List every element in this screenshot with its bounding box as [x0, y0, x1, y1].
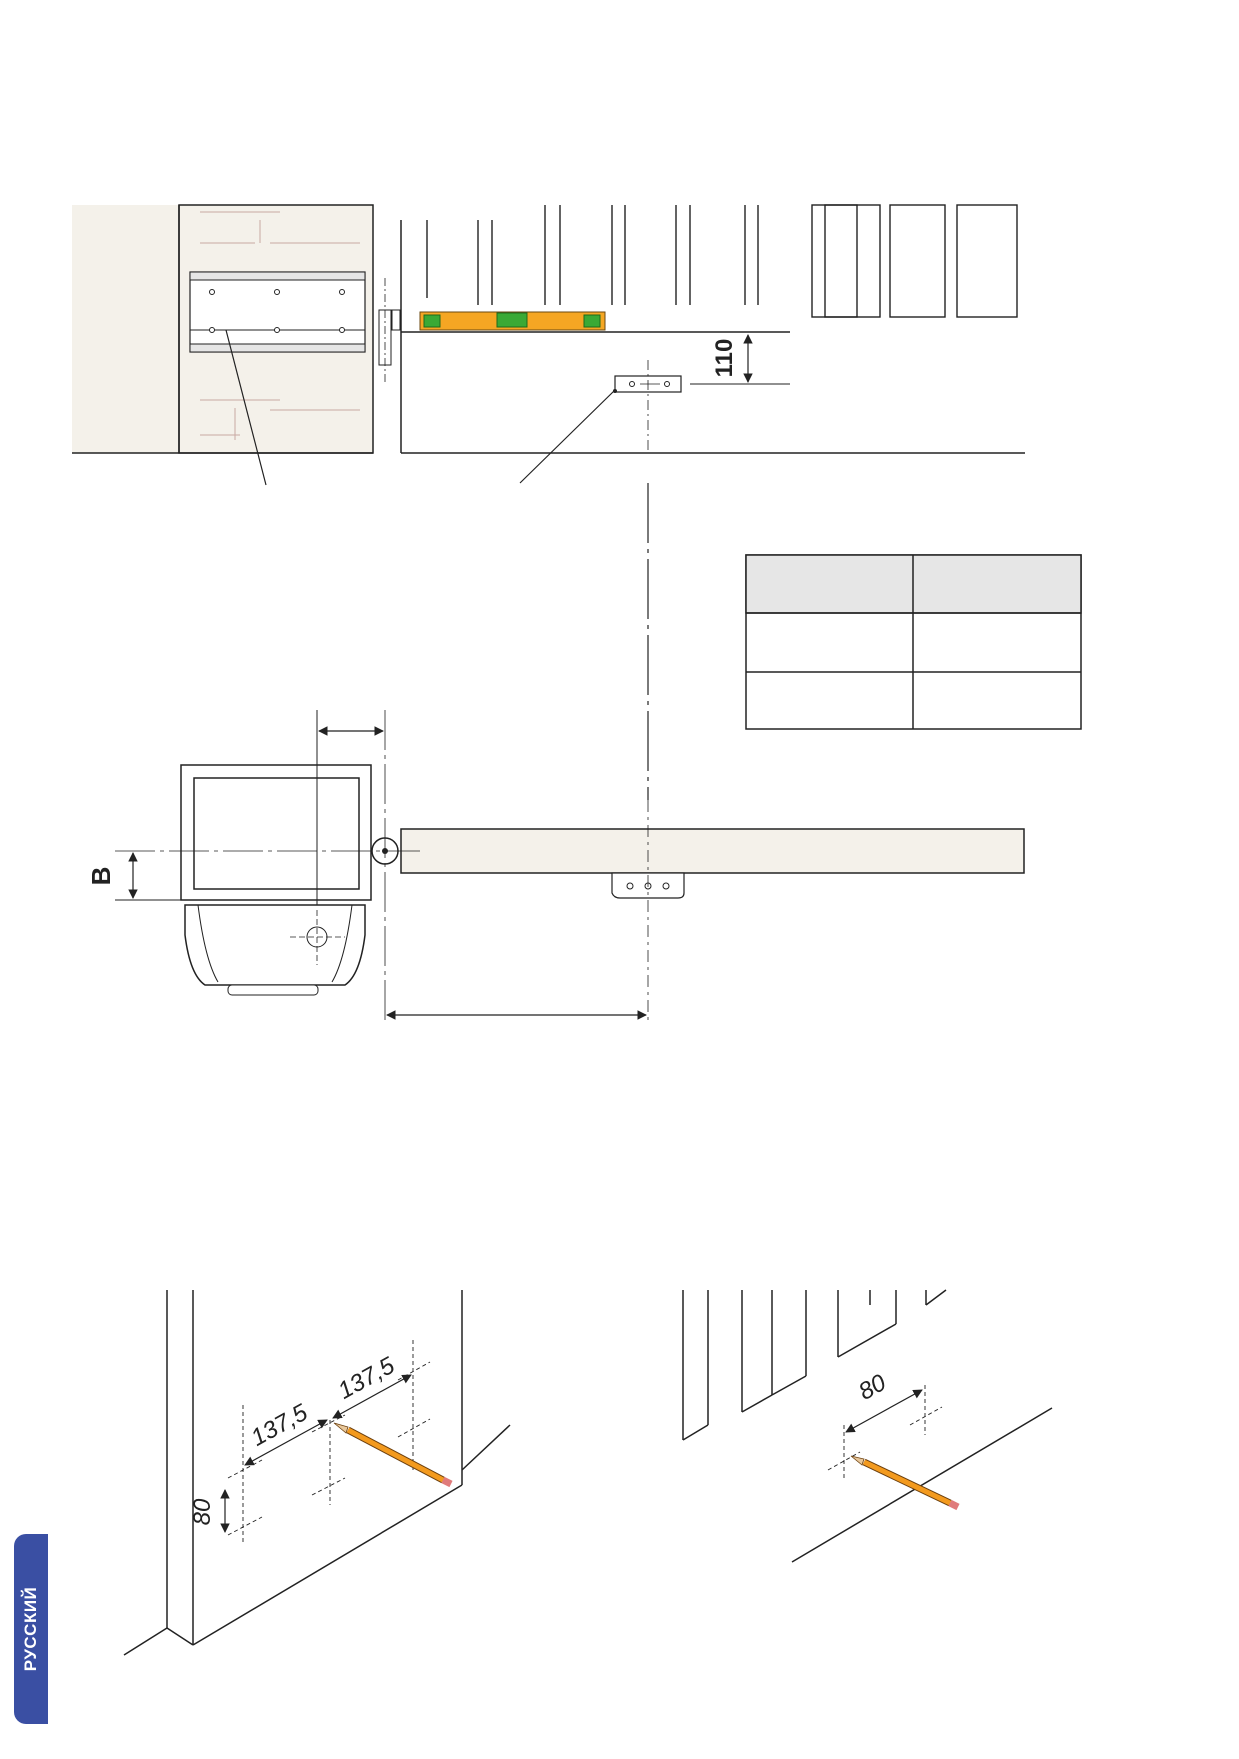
spirit-level-icon [419, 311, 606, 331]
language-tab-label: РУССКИЙ [21, 1586, 40, 1672]
gate-bars [426, 204, 1018, 318]
leader-line-right [519, 389, 616, 484]
spacing-label-80: 80 [854, 1369, 891, 1406]
dimension-B: B [86, 852, 181, 901]
dimension-110-label: 110 [711, 339, 738, 378]
spacing-label-1: 137,5 [247, 1399, 313, 1452]
gate-leaf-elevation [72, 220, 1025, 454]
gate-bracket [613, 375, 682, 393]
dimension-B-label: B [86, 867, 116, 886]
pencil-icon [850, 1455, 960, 1511]
gate-marking-view: 80 [682, 1289, 1053, 1563]
leader-line-left [225, 329, 267, 486]
left-wall-shade [72, 205, 179, 453]
pencil-icon [333, 1422, 453, 1488]
height-80-label: 80 [189, 1498, 216, 1525]
pillar-plan-inner [193, 777, 360, 890]
wall-mounting-plate [189, 271, 366, 353]
gate-leaf-plan [400, 828, 1025, 874]
operator-housing [184, 904, 366, 986]
plan-view: B [86, 710, 1025, 1025]
dimension-110: 110 [690, 334, 790, 385]
pillar-marking-view: 137,5 137,5 80 [123, 1290, 511, 1656]
language-tab: РУССКИЙ [14, 1534, 48, 1724]
reference-table [745, 554, 1082, 730]
spacing-label-2: 137,5 [334, 1352, 400, 1405]
gate-hinge [378, 278, 401, 385]
front-elevation-view: 110 [72, 204, 1025, 486]
